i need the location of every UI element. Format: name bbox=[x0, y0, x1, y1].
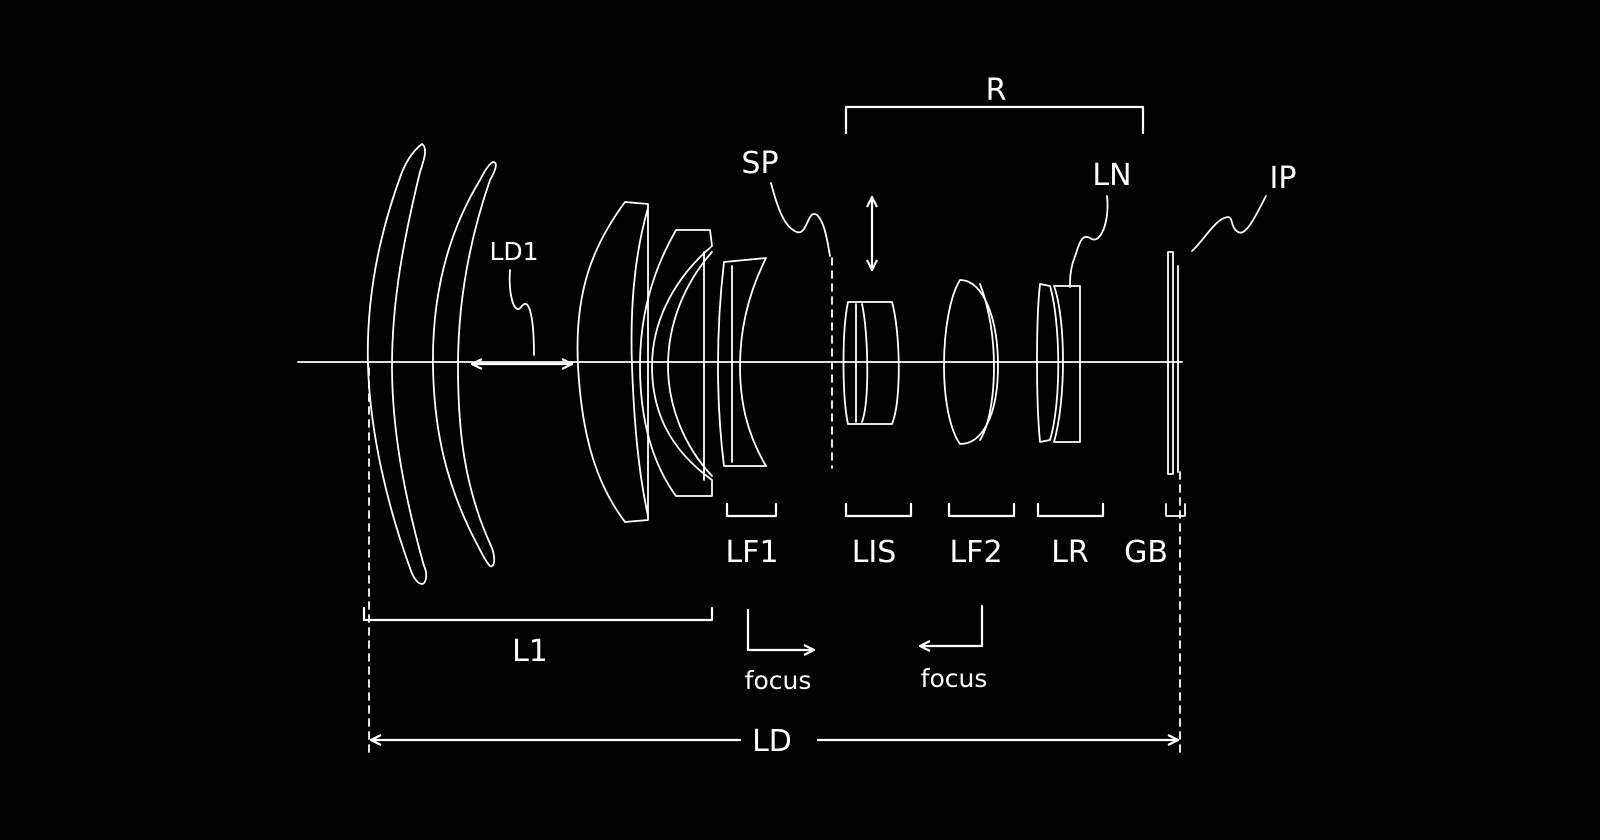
bracket-lf1 bbox=[725, 502, 778, 518]
bracket-gb bbox=[1165, 503, 1186, 517]
label-ld1: LD1 bbox=[489, 237, 538, 266]
focus-arrow-lf2 bbox=[918, 604, 984, 646]
bracket-l1 bbox=[362, 606, 714, 622]
lens-l1-element-4-interface bbox=[667, 251, 713, 477]
label-ld: LD bbox=[752, 724, 792, 759]
bracket-lis bbox=[844, 502, 913, 518]
lens-lf2 bbox=[943, 279, 999, 445]
label-ip: IP bbox=[1270, 161, 1297, 196]
label-lf2: LF2 bbox=[949, 535, 1002, 570]
label-focus-right: focus bbox=[921, 664, 988, 693]
lens-lf2-interface bbox=[979, 283, 995, 441]
lens-lf1 bbox=[717, 257, 767, 467]
label-ln: LN bbox=[1092, 158, 1131, 193]
label-sp: SP bbox=[741, 146, 778, 181]
label-focus-left: focus bbox=[745, 666, 812, 695]
lens-l1-element-1 bbox=[366, 143, 428, 585]
ip-leader bbox=[1191, 195, 1267, 252]
sp-leader bbox=[770, 182, 831, 257]
r-bracket bbox=[844, 105, 1145, 135]
bracket-lf2 bbox=[947, 502, 1016, 518]
lens-lr bbox=[1036, 283, 1060, 443]
lens-l1-element-3 bbox=[576, 201, 649, 523]
focus-arrow-lf1 bbox=[746, 608, 816, 650]
glass-block bbox=[1167, 251, 1174, 475]
label-lr: LR bbox=[1051, 535, 1089, 570]
lens-l1-element-3-inner bbox=[630, 207, 649, 517]
label-r: R bbox=[986, 73, 1007, 108]
label-lis: LIS bbox=[852, 535, 897, 570]
ld1-leader bbox=[508, 269, 535, 356]
lens-l1-element-2 bbox=[432, 161, 497, 568]
lens-lis bbox=[842, 301, 900, 425]
ln-leader bbox=[1069, 195, 1109, 288]
label-gb: GB bbox=[1124, 535, 1168, 570]
lens-ln bbox=[1053, 285, 1081, 443]
label-l1: L1 bbox=[512, 634, 548, 669]
label-lf1: LF1 bbox=[725, 535, 778, 570]
bracket-lr bbox=[1036, 502, 1105, 518]
lens-lis-interface bbox=[861, 303, 869, 423]
lens-l1-element-4 bbox=[639, 229, 713, 497]
